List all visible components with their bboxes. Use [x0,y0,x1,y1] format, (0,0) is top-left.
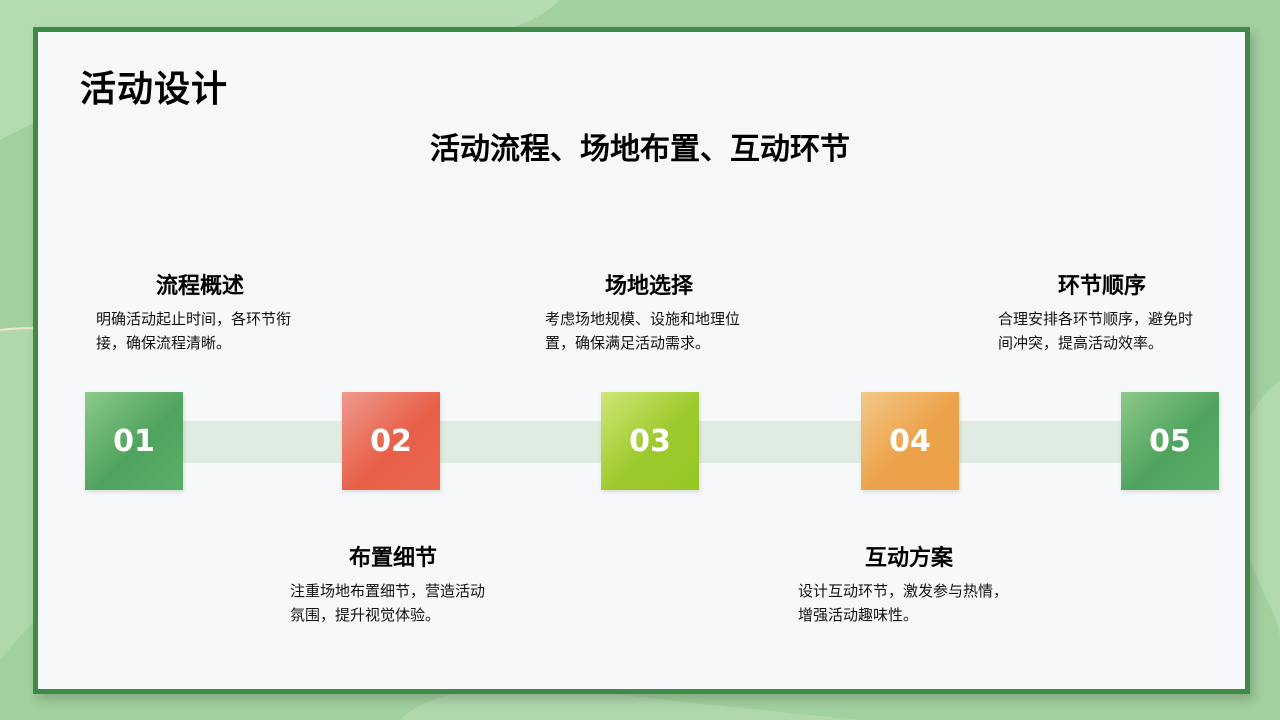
card-desc-segment-order: 合理安排各环节顺序，避免时 间冲突，提高活动效率。 [998,307,1214,355]
content-panel [33,27,1250,694]
page-title: 活动设计 [80,69,229,110]
step-04-box: 04 [861,392,959,490]
step-01-box: 01 [85,392,183,490]
card-desc-interaction-plan-line-2: 增强活动趣味性。 [798,606,919,624]
step-03-box: 03 [601,392,699,490]
card-desc-venue-selection-line-2: 置，确保满足活动需求。 [545,334,711,352]
card-desc-flow-overview: 明确活动起止时间，各环节衔 接，确保流程清晰。 [96,307,312,355]
card-desc-segment-order-line-1: 合理安排各环节顺序，避免时 [998,310,1194,328]
card-title-flow-overview: 流程概述 [155,274,244,299]
card-desc-flow-overview-line-2: 接，确保流程清晰。 [96,334,232,352]
card-desc-venue-selection-line-1: 考虑场地规模、设施和地理位 [545,310,741,328]
card-desc-interaction-plan-line-1: 设计互动环节，激发参与热情， [798,582,1009,600]
card-title-venue-selection: 场地选择 [604,274,693,299]
step-05-number: 05 [1149,423,1191,459]
card-desc-layout-details-line-1: 注重场地布置细节，营造活动 [290,582,486,600]
step-03-number: 03 [629,423,671,459]
card-desc-layout-details-line-2: 氛围，提升视觉体验。 [290,606,441,624]
card-desc-segment-order-line-2: 间冲突，提高活动效率。 [998,334,1164,352]
step-04-number: 04 [889,423,931,459]
card-desc-interaction-plan: 设计互动环节，激发参与热情， 增强活动趣味性。 [798,579,1014,627]
subtitle: 活动流程、场地布置、互动环节 [430,132,850,167]
card-desc-layout-details: 注重场地布置细节，营造活动 氛围，提升视觉体验。 [290,579,506,627]
step-01-number: 01 [113,423,155,459]
card-title-segment-order: 环节顺序 [1057,274,1146,299]
card-title-layout-details: 布置细节 [348,546,437,571]
step-05-box: 05 [1121,392,1219,490]
step-02-box: 02 [342,392,440,490]
card-desc-flow-overview-line-1: 明确活动起止时间，各环节衔 [96,310,292,328]
card-desc-venue-selection: 考虑场地规模、设施和地理位 置，确保满足活动需求。 [545,307,761,355]
step-02-number: 02 [370,423,412,459]
card-title-interaction-plan: 互动方案 [864,546,953,571]
